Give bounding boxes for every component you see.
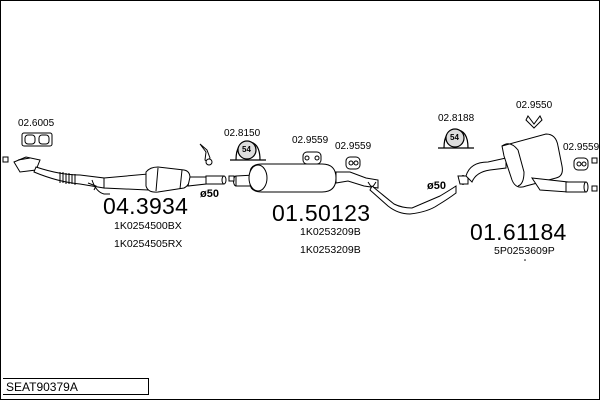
footer-code: SEAT90379A [3,378,149,395]
front-pipe-with-catalyst [13,156,227,195]
dot-marker [524,259,526,261]
part-label-clamp-rear: 02.8188 [438,113,475,124]
main-part-number: 04.3934 [103,193,189,219]
oe-number: 1K0253209B [300,244,361,256]
flange-gasket-icon [21,132,53,147]
part-label-clamp-front: 02.8150 [224,128,261,139]
pipe-clamp-icon [438,128,474,149]
rubber-hanger-icon [345,156,361,170]
rubber-hanger-icon [573,157,589,171]
oe-number: 1K0254500BX [114,220,182,232]
rear-silencer [457,133,589,193]
main-part-number: 01.50123 [272,200,371,226]
rubber-hanger-icon [199,143,213,166]
pipe-clamp-icon [230,140,266,161]
part-label-hanger-2: 02.9559 [335,141,372,152]
part-label-hanger-4: 02.9559 [563,142,600,153]
oe-number: 1K0253209B [300,226,361,238]
part-label-hanger-1: 02.9559 [292,135,329,146]
clamp-size-label: 54 [450,133,459,142]
diameter-label: ø50 [200,188,219,200]
main-part-number: 01.61184 [470,219,567,245]
connector-marker-icon [2,156,598,192]
oe-number: 5P0253609P [494,245,555,257]
clamp-size-label: 54 [242,145,251,154]
middle-silencer [233,163,457,215]
diameter-label: ø50 [427,180,446,192]
part-label-hanger-3: 02.9550 [516,100,553,111]
oe-number: 1K0254505RX [114,238,183,250]
rubber-hanger-icon [525,115,543,129]
rubber-hanger-icon [302,151,322,165]
part-label-gasket: 02.6005 [18,118,55,129]
